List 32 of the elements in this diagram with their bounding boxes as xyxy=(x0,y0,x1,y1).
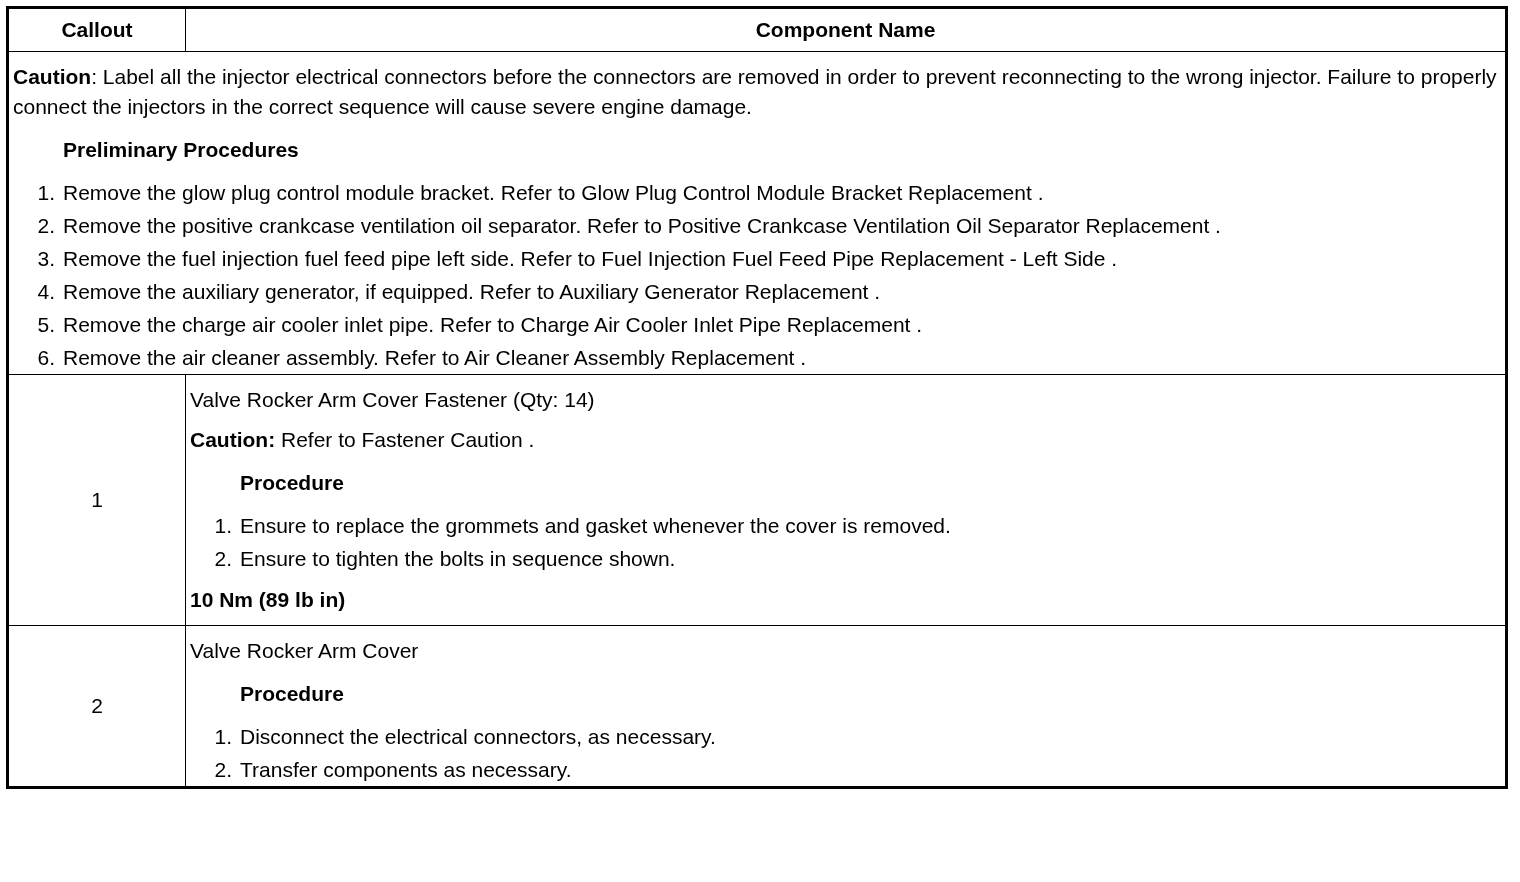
section-heading: Procedure xyxy=(240,471,345,495)
caution-note: Caution: Label all the injector electrical connectors before the connectors are removed in order to prevent reconnecting to the wrong injector. Failure to properly connect the injectors in the correct sequence will cause severe engine damage. xyxy=(13,65,1497,118)
list-number: 1. xyxy=(213,724,233,750)
column-header: Component Name xyxy=(755,18,936,41)
list-number: 6. xyxy=(36,345,56,371)
step-text: Ensure to replace the grommets and gasket whenever the cover is removed. xyxy=(240,513,951,539)
list-number: 1. xyxy=(36,180,56,206)
section-heading: Preliminary Procedures xyxy=(63,138,300,162)
callout-number: 2 xyxy=(91,694,103,717)
list-number: 1. xyxy=(213,513,233,539)
step-text: Transfer components as necessary. xyxy=(240,757,572,783)
column-header: Callout xyxy=(61,18,133,41)
step-text: Remove the positive crankcase ventilation oil separator. Refer to Positive Crankcase Ventilation Oil Separator Replacement . xyxy=(63,213,1221,239)
list-number: 3. xyxy=(36,246,56,272)
step-text: Remove the auxiliary generator, if equipped. Refer to Auxiliary Generator Replacement . xyxy=(63,279,881,305)
step-text: Ensure to tighten the bolts in sequence shown. xyxy=(240,546,676,572)
caution-note: Caution: Refer to Fastener Caution . xyxy=(190,428,535,451)
torque-value: 10 Nm (89 lb in) xyxy=(190,588,346,611)
list-number: 4. xyxy=(36,279,56,305)
step-text: Disconnect the electrical connectors, as necessary. xyxy=(240,724,716,750)
list-number: 5. xyxy=(36,312,56,338)
list-number: 2. xyxy=(36,213,56,239)
section-heading: Procedure xyxy=(240,682,345,706)
component-name: Valve Rocker Arm Cover Fastener (Qty: 14) xyxy=(190,388,595,411)
step-text: Remove the fuel injection fuel feed pipe left side. Refer to Fuel Injection Fuel Feed Pipe Replacement - Left Side . xyxy=(63,246,1118,272)
step-text: Remove the glow plug control module bracket. Refer to Glow Plug Control Module Bracket Replacement . xyxy=(63,180,1044,206)
step-text: Remove the air cleaner assembly. Refer to Air Cleaner Assembly Replacement . xyxy=(63,345,807,371)
callout-number: 1 xyxy=(91,488,103,511)
list-number: 2. xyxy=(213,546,233,572)
step-text: Remove the charge air cooler inlet pipe. Refer to Charge Air Cooler Inlet Pipe Replacement . xyxy=(63,312,923,338)
component-name: Valve Rocker Arm Cover xyxy=(190,639,419,662)
list-number: 2. xyxy=(213,757,233,783)
